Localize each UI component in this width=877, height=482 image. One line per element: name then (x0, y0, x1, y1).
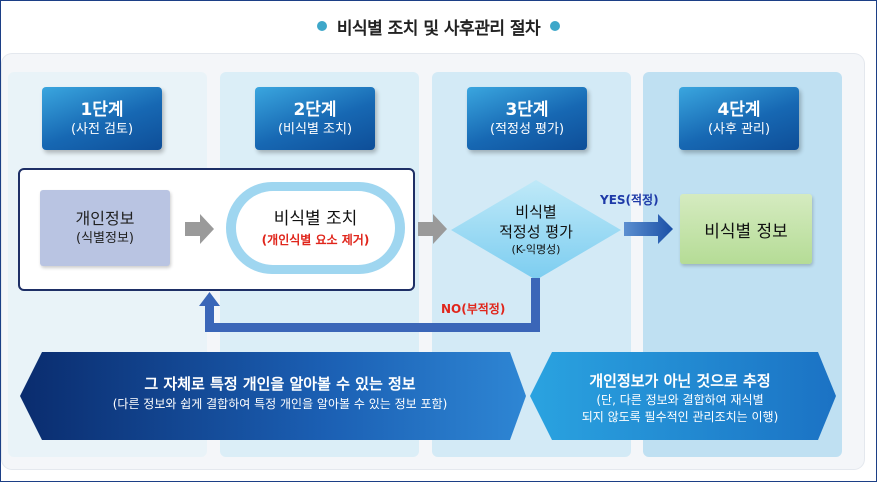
step-3-stage: 3단계 (505, 99, 549, 120)
arrow-right-icon (418, 214, 447, 244)
step-1-stage: 1단계 (80, 99, 124, 120)
anonymized-info-node: 비식별 정보 (680, 194, 812, 264)
no-label: NO(부적정) (441, 302, 506, 316)
right-banner-sub1: (단, 다른 정보와 결합하여 재식별 (596, 393, 764, 407)
yes-arrow-icon (624, 214, 673, 244)
right-banner-shape (530, 352, 836, 440)
arrow-up-icon (199, 292, 220, 306)
bullet-dot-icon (316, 21, 327, 31)
step-3-box: 3단계 (적정성 평가) (467, 87, 587, 150)
left-banner-shape (20, 352, 526, 440)
deidentify-node: 비식별 조치 (개인식별 요소 제거) (236, 191, 395, 265)
step-2-stage: 2단계 (293, 99, 337, 120)
diagram-title: 비식별 조치 및 사후관리 절차 (336, 18, 541, 39)
personal-info-node: 개인정보 (식별정보) (40, 190, 170, 266)
step-2-name: (비식별 조치) (277, 121, 353, 137)
personal-info-title: 개인정보 (75, 209, 135, 228)
step-4-name: (사후 관리) (707, 121, 771, 137)
deidentify-sub: (개인식별 요소 제거) (261, 233, 370, 247)
bullet-dot-icon (550, 21, 561, 31)
evaluation-line2: 적정성 평가 (499, 223, 573, 241)
evaluation-line1: 비식별 (515, 203, 557, 221)
anonymized-info-title: 비식별 정보 (704, 221, 788, 242)
personal-info-sub: (식별정보) (76, 231, 134, 246)
no-loop-horizontal-segment (205, 323, 540, 332)
yes-label: YES(적정) (600, 193, 659, 207)
left-banner-sub: (다른 정보와 쉽게 결합하여 특정 개인을 알아볼 수 있는 정보 포함) (112, 397, 448, 411)
step-1-name: (사전 검토) (70, 121, 134, 137)
left-banner-title: 그 자체로 특정 개인을 알아볼 수 있는 정보 (144, 375, 416, 393)
evaluation-sub: (K-익명성) (511, 243, 561, 256)
right-banner-title: 개인정보가 아닌 것으로 추정 (589, 372, 771, 390)
step-1-box: 1단계 (사전 검토) (42, 87, 162, 150)
step-3-name: (적정성 평가) (489, 121, 565, 137)
left-banner: 그 자체로 특정 개인을 알아볼 수 있는 정보 (다른 정보와 쉽게 결합하여… (30, 373, 530, 413)
step-4-box: 4단계 (사후 관리) (679, 87, 799, 150)
step-4-stage: 4단계 (717, 99, 761, 120)
evaluation-diamond (451, 180, 621, 280)
title-row: 비식별 조치 및 사후관리 절차 (0, 12, 877, 40)
arrow-right-icon (185, 214, 214, 244)
no-loop-up-segment (205, 304, 214, 332)
no-loop-down-segment (531, 278, 540, 332)
evaluation-node: 비식별 적정성 평가 (K-익명성) (451, 190, 621, 270)
right-banner-sub2: 되지 않도록 필수적인 관리조치는 이행) (581, 410, 779, 424)
step-2-box: 2단계 (비식별 조치) (255, 87, 375, 150)
deidentify-title: 비식별 조치 (273, 209, 358, 229)
right-banner: 개인정보가 아닌 것으로 추정 (단, 다른 정보와 결합하여 재식별 되지 않… (545, 370, 815, 426)
